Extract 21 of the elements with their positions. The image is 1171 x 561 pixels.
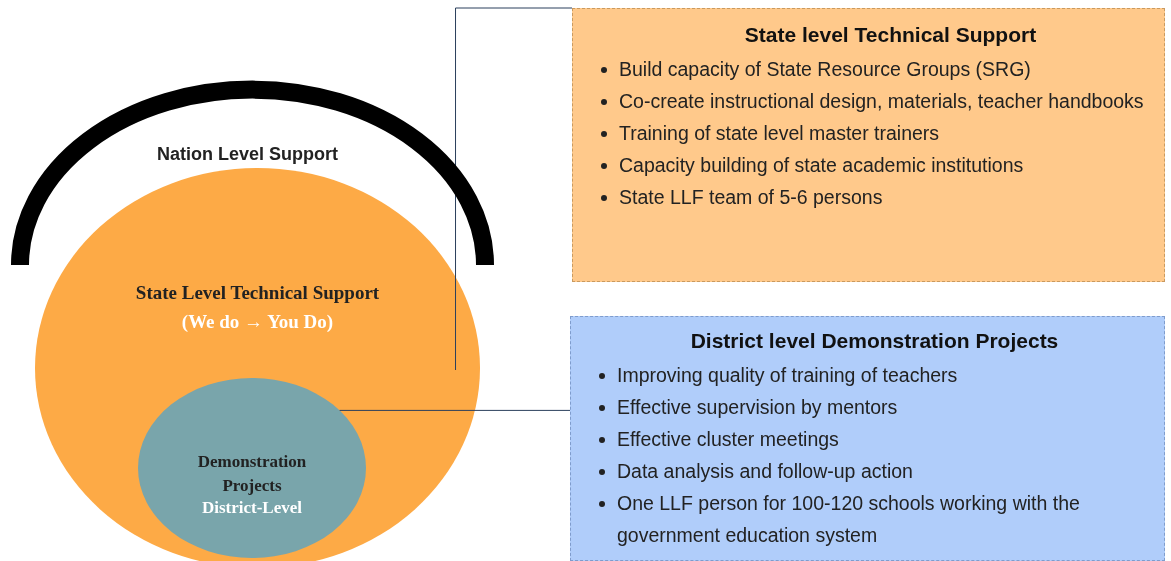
panel-heading: District level Demonstration Projects	[689, 329, 1060, 353]
info-panel	[572, 8, 1165, 282]
bullet-text: Training of state level master trainers	[619, 122, 940, 144]
leader-line	[455, 7, 573, 371]
info-panel	[570, 316, 1165, 561]
arch-label: Nation Level Support	[156, 144, 339, 165]
leader-line	[339, 409, 571, 411]
bullet-text: Improving quality of training of teachers	[617, 364, 958, 386]
bullet-text: Data analysis and follow-up action	[617, 460, 913, 482]
bullet-text: State LLF team of 5-6 persons	[619, 186, 883, 208]
bullet-text: Effective cluster meetings	[617, 428, 839, 450]
bullet-text: Build capacity of State Resource Groups (SRG)	[619, 58, 1031, 80]
bullet-text: Effective supervision by mentors	[617, 396, 898, 418]
circle-title: State Level Technical Support	[134, 282, 381, 304]
bullet-text: Capacity building of state academic institutions	[619, 154, 1024, 176]
panel-heading: State level Technical Support	[743, 23, 1038, 47]
circle-subtitle: District-Level	[200, 497, 304, 519]
circle-title: Demonstration Projects	[196, 451, 308, 497]
bullet-text: One LLF person for 100-120 schools working with the government education system	[617, 492, 1080, 546]
circle-subtitle: (We do → You Do)	[180, 311, 335, 333]
bullet-text: Co-create instructional design, materials, teacher handbooks	[619, 90, 1144, 112]
